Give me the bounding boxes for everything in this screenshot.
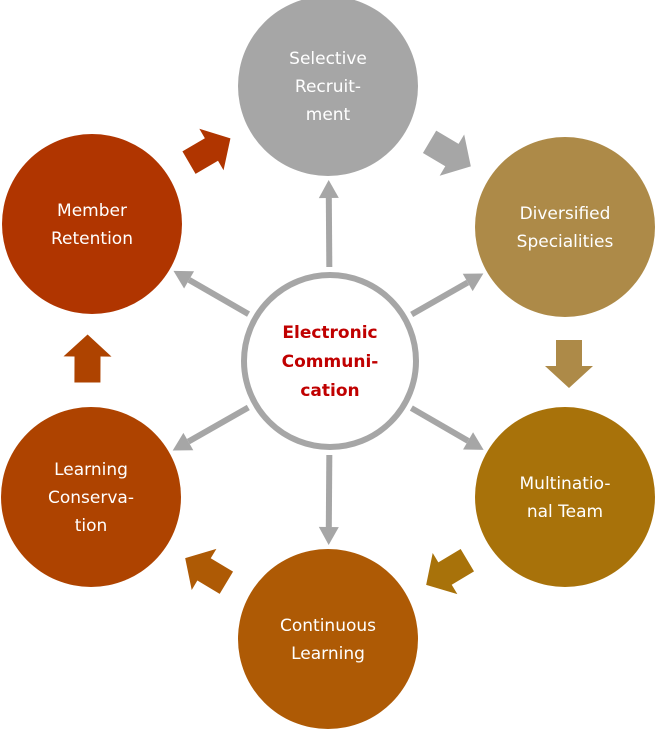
node-label-line: Member [57,201,127,221]
center-label-line: Electronic [282,323,377,343]
node-label-line: Learning [54,460,128,480]
node-circle [475,137,655,317]
spoke-arrow-selective-recruitment [318,179,339,268]
spoke-arrow-member-retention [173,270,251,317]
node-circle [1,407,181,587]
spoke-arrow-diversified-specialities [410,273,484,318]
node-label-line: nal Team [527,502,603,522]
node-label-line: Retention [51,229,133,249]
cycle-arrow-multinational-team-to-continuous-learning [426,549,475,595]
cycle-arrow-member-retention-to-selective-recruitment [182,128,231,174]
node-multinational-team: Multinatio-nal Team [475,407,655,587]
node-circle [2,134,182,314]
node-circle [475,407,655,587]
cycle-arrows [63,128,593,595]
cycle-arrow-continuous-learning-to-learning-conservation [185,548,234,594]
cycle-arrow-diversified-specialities-to-multinational-team [544,340,593,389]
node-label-line: tion [75,516,108,536]
node-label-line: Conserva- [48,488,134,508]
node-label-line: Recruit- [295,77,361,97]
node-label-line: Selective [289,49,367,69]
center-circle [241,272,419,450]
spoke-arrows [172,179,484,546]
center-label-line: Communi- [282,352,379,372]
node-label-line: ment [306,105,351,125]
node-label-line: Specialities [517,232,614,252]
node-label-line: Learning [291,644,365,664]
spoke-arrow-continuous-learning [318,454,339,546]
spoke-arrow-multinational-team [409,405,484,450]
node-circle [238,549,418,729]
node-label-line: Multinatio- [520,474,611,494]
spoke-arrow-learning-conservation [172,404,250,451]
node-label-line: Diversified [520,204,611,224]
cycle-arrow-selective-recruitment-to-diversified-specialities [422,130,471,176]
node-label-line: Continuous [280,616,376,636]
cycle-arrow-learning-conservation-to-member-retention [63,334,112,383]
node-circle [238,0,418,176]
center-label-line: cation [300,381,359,401]
